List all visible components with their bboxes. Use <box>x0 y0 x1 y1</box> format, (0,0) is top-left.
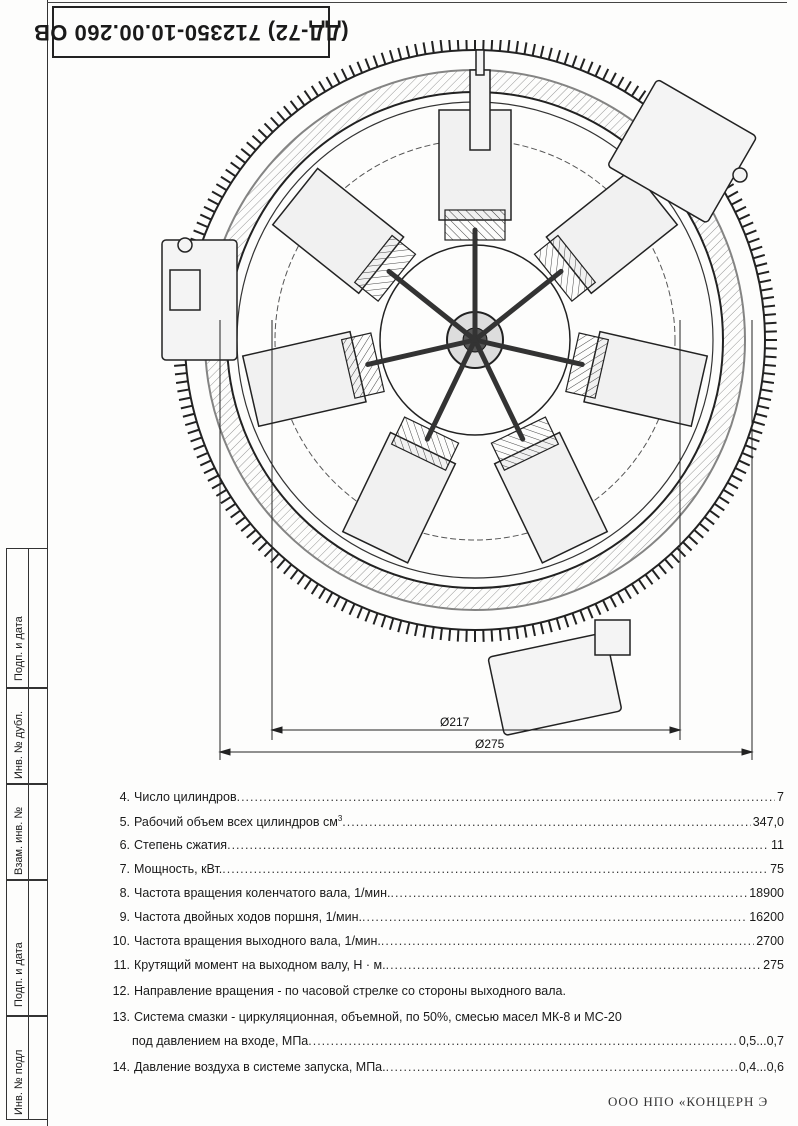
radial-cylinders <box>241 109 709 564</box>
spec-value: 75 <box>770 862 784 876</box>
title-block: (ДД-72) 712350-10.00.260 ОВ <box>33 6 349 58</box>
spec-value: 11 <box>771 838 784 852</box>
stamp-label: Инв. № подл <box>13 1049 25 1115</box>
spec-row: 4. Число цилиндров 7 <box>108 790 784 810</box>
stamp-label: Подп. и дата <box>13 942 25 1007</box>
spec-row: 10. Частота вращения выходного вала, 1/м… <box>108 934 784 954</box>
spec-row: 7. Мощность, кВт. 75 <box>108 862 784 882</box>
connecting-rods <box>365 227 585 442</box>
engine-cross-section-drawing: Ø217 Ø275 <box>161 40 777 760</box>
stamp-cell-vzam: Взам. инв. № <box>6 784 48 880</box>
spec-row: 8. Частота вращения коленчатого вала, 1/… <box>108 886 784 906</box>
spec-row: 14. Давление воздуха в системе запуска, … <box>108 1060 784 1080</box>
stamp-label: Подп. и дата <box>13 616 25 681</box>
spec-row: 5. Рабочий объем всех цилиндров см3 347,… <box>108 814 784 834</box>
stamp-cell-inv: Инв. № подл <box>6 1016 48 1120</box>
spec-row: 12. Направление вращения - по часовой ст… <box>112 984 566 998</box>
spec-value: 2700 <box>756 934 784 948</box>
dimension-outer-diameter: Ø275 <box>475 737 505 751</box>
company-footer: ООО НПО «КОНЦЕРН Э <box>608 1094 769 1109</box>
spec-row: 9. Частота двойных ходов поршня, 1/мин. … <box>108 910 784 930</box>
spec-value: 275 <box>763 958 784 972</box>
spec-row: 6. Степень сжатия 11 <box>108 838 784 858</box>
dimension-inner-diameter: Ø217 <box>440 715 470 729</box>
spec-value: 18900 <box>749 886 784 900</box>
spec-value: 0,4...0,6 <box>738 1060 784 1074</box>
stamp-cell-signature-2: Подп. и дата <box>6 880 48 1016</box>
spec-value: 0,5...0,7 <box>738 1034 784 1048</box>
stamp-cell-signature-1: Подп. и дата <box>6 548 48 688</box>
side-assemblies <box>161 49 757 736</box>
spec-row: 11. Крутящий момент на выходном валу, Н … <box>108 958 784 978</box>
spec-value: 7 <box>777 790 784 804</box>
spec-value: 16200 <box>749 910 784 924</box>
spec-value: 347,0 <box>752 815 784 830</box>
stamp-label: Взам. инв. № <box>13 806 25 875</box>
dimension-lines <box>218 320 754 760</box>
spec-row-continuation: под давлением на входе, МПа 0,5...0,7 <box>108 1034 784 1054</box>
frame-line-top <box>47 2 787 3</box>
stamp-cell-dubl: Инв. № дубл. <box>6 688 48 784</box>
stamp-label: Инв. № дубл. <box>13 710 25 779</box>
spec-row: 13. Система смазки - циркуляционная, объ… <box>112 1010 622 1024</box>
